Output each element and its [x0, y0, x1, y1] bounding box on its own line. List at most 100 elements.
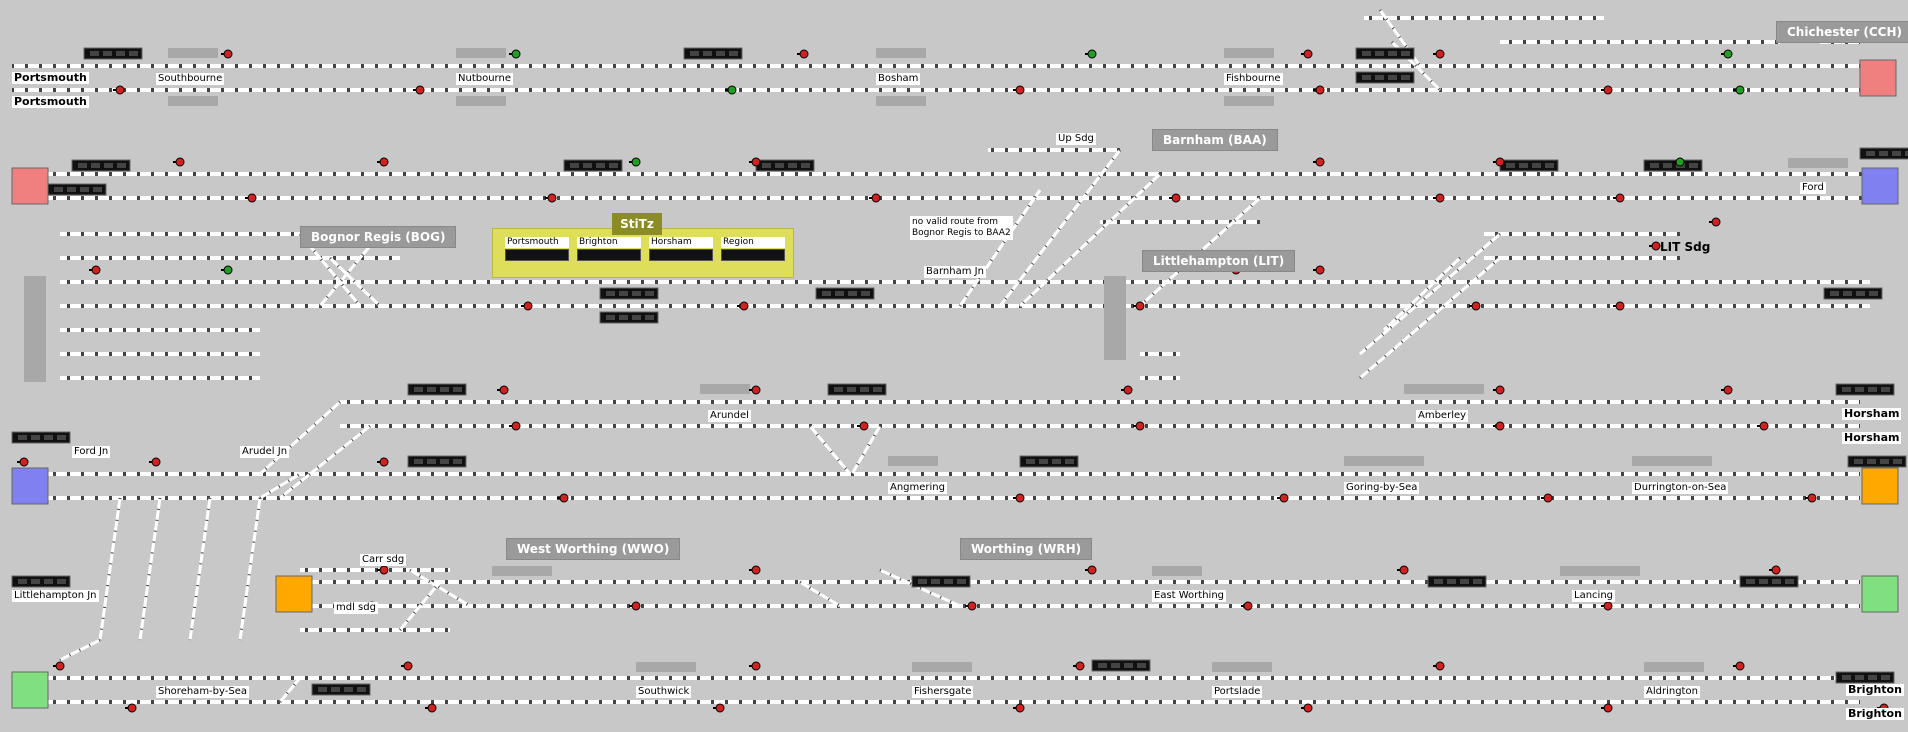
- signal[interactable]: [749, 385, 761, 395]
- signal[interactable]: [113, 85, 125, 95]
- train-berth[interactable]: [1019, 455, 1079, 468]
- signal[interactable]: [377, 157, 389, 167]
- signal-head[interactable]: [379, 565, 389, 575]
- signal-head[interactable]: [871, 193, 881, 203]
- train-berths[interactable]: [11, 47, 1908, 696]
- signal-head[interactable]: [1435, 49, 1445, 59]
- signal-head[interactable]: [751, 565, 761, 575]
- signal-head[interactable]: [631, 601, 641, 611]
- signal[interactable]: [1121, 385, 1133, 395]
- signal[interactable]: [1301, 49, 1313, 59]
- signal[interactable]: [1313, 265, 1325, 275]
- signal[interactable]: [629, 157, 641, 167]
- signal-head[interactable]: [967, 601, 977, 611]
- train-berth[interactable]: [599, 311, 659, 324]
- berth-box[interactable]: [1427, 575, 1487, 588]
- train-berth[interactable]: [47, 183, 107, 196]
- signal[interactable]: [1733, 85, 1745, 95]
- signal-head[interactable]: [715, 703, 725, 713]
- train-berth[interactable]: [911, 575, 971, 588]
- signal[interactable]: [1601, 703, 1613, 713]
- signal[interactable]: [1433, 661, 1445, 671]
- area-box-bognor[interactable]: Bognor Regis (BOG): [300, 226, 457, 248]
- signal-head[interactable]: [1723, 49, 1733, 59]
- berth-box[interactable]: [407, 383, 467, 396]
- stitz-item-horsham[interactable]: Horsham: [649, 237, 713, 261]
- boundary-markers[interactable]: [11, 59, 1899, 709]
- area-box-worthing[interactable]: Worthing (WRH): [960, 538, 1093, 560]
- berth-box[interactable]: [815, 287, 875, 300]
- train-berth[interactable]: [1091, 659, 1151, 672]
- signal[interactable]: [1133, 301, 1145, 311]
- signal[interactable]: [377, 457, 389, 467]
- signal[interactable]: [1013, 703, 1025, 713]
- signal-head[interactable]: [1171, 193, 1181, 203]
- berth-box[interactable]: [11, 575, 71, 588]
- signal-head[interactable]: [1279, 493, 1289, 503]
- signal-head[interactable]: [1435, 661, 1445, 671]
- signal[interactable]: [1241, 601, 1253, 611]
- signal[interactable]: [1613, 193, 1625, 203]
- boundary-ford-jn[interactable]: [11, 467, 49, 505]
- boundary-brighton-west[interactable]: [11, 671, 49, 709]
- signal[interactable]: [725, 85, 737, 95]
- signal-head[interactable]: [1651, 241, 1661, 251]
- train-berth[interactable]: [1859, 147, 1908, 160]
- signal-head[interactable]: [1315, 85, 1325, 95]
- train-berth[interactable]: [683, 47, 743, 60]
- signal[interactable]: [1277, 493, 1289, 503]
- signal[interactable]: [509, 49, 521, 59]
- train-berth[interactable]: [1739, 575, 1799, 588]
- train-berth[interactable]: [11, 431, 71, 444]
- signal[interactable]: [377, 565, 389, 575]
- train-berth[interactable]: [1835, 671, 1895, 684]
- stitz-item-brighton[interactable]: Brighton: [577, 237, 641, 261]
- signal[interactable]: [557, 493, 569, 503]
- berth-box[interactable]: [83, 47, 143, 60]
- signal[interactable]: [1313, 85, 1325, 95]
- signal-head[interactable]: [1315, 265, 1325, 275]
- signal-head[interactable]: [223, 49, 233, 59]
- signal-head[interactable]: [1135, 421, 1145, 431]
- signal[interactable]: [1721, 49, 1733, 59]
- signal[interactable]: [509, 421, 521, 431]
- signal-head[interactable]: [151, 457, 161, 467]
- area-box-littlehampton[interactable]: Littlehampton (LIT): [1142, 250, 1296, 272]
- signal[interactable]: [545, 193, 557, 203]
- berth-box[interactable]: [599, 287, 659, 300]
- signal[interactable]: [869, 193, 881, 203]
- signal[interactable]: [1493, 385, 1505, 395]
- stitz-item-region[interactable]: Region: [721, 237, 785, 261]
- signal-head[interactable]: [223, 265, 233, 275]
- train-berth[interactable]: [1355, 47, 1415, 60]
- boundary-brighton[interactable]: [1861, 575, 1899, 613]
- signal-head[interactable]: [127, 703, 137, 713]
- signal-head[interactable]: [1471, 301, 1481, 311]
- signal[interactable]: [1397, 565, 1409, 575]
- signal-head[interactable]: [1015, 85, 1025, 95]
- berth-box[interactable]: [47, 183, 107, 196]
- signal-head[interactable]: [751, 157, 761, 167]
- signal[interactable]: [1769, 565, 1781, 575]
- berth-box[interactable]: [1643, 159, 1703, 172]
- signal[interactable]: [1601, 85, 1613, 95]
- signal[interactable]: [149, 457, 161, 467]
- signal-head[interactable]: [739, 301, 749, 311]
- signal-head[interactable]: [1399, 565, 1409, 575]
- signal[interactable]: [713, 703, 725, 713]
- signal[interactable]: [521, 301, 533, 311]
- berth-box[interactable]: [827, 383, 887, 396]
- signal-head[interactable]: [1807, 493, 1817, 503]
- signal-head[interactable]: [1435, 193, 1445, 203]
- signal-head[interactable]: [427, 703, 437, 713]
- signal-head[interactable]: [799, 49, 809, 59]
- train-berth[interactable]: [1499, 159, 1559, 172]
- signal[interactable]: [797, 49, 809, 59]
- signal-head[interactable]: [1303, 703, 1313, 713]
- train-berth[interactable]: [827, 383, 887, 396]
- signal-head[interactable]: [1711, 217, 1721, 227]
- train-berth[interactable]: [563, 159, 623, 172]
- signal-head[interactable]: [1303, 49, 1313, 59]
- train-berth[interactable]: [1823, 287, 1883, 300]
- signal-head[interactable]: [1603, 85, 1613, 95]
